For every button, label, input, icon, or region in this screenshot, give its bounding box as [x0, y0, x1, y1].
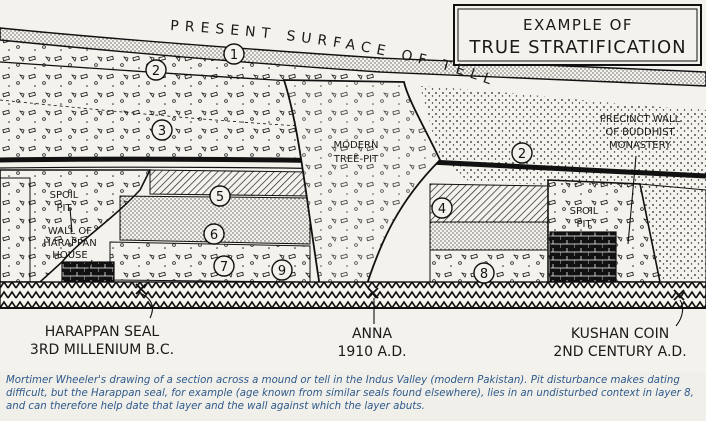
layer-6-circle [203, 223, 225, 245]
layer-6-number: 6 [210, 228, 218, 243]
layer-8-circle [473, 262, 495, 284]
layer-8-marker: 8 [473, 262, 495, 284]
layer-5-number: 5 [216, 190, 224, 205]
kushan-date-label: 2ND CENTURY A.D. [553, 344, 686, 360]
monastery-wall [549, 231, 617, 291]
anna-date-label: 1910 A.D. [337, 344, 406, 360]
house-wall-label-2: HARAPPAN [43, 238, 97, 249]
layer-3-number: 3 [158, 124, 166, 139]
spoil-pit-left-label-1: SPOIL [50, 190, 79, 201]
house-wall-label-1: WALL OF [48, 226, 92, 237]
layer-7-number: 7 [220, 260, 228, 275]
spoil-pit-right-label-2: PIT [576, 219, 592, 230]
precinct-wall-label-3: MONASTERY [609, 140, 672, 151]
figure-caption: Mortimer Wheeler's drawing of a section … [6, 375, 694, 412]
title-line-1: EXAMPLE OF [523, 16, 633, 34]
layer-1-marker: 1 [223, 43, 245, 65]
kushan-coin-label: KUSHAN COIN [571, 326, 669, 342]
anna-label: ANNA [352, 326, 393, 342]
layer-2-left-marker: 2 [145, 59, 167, 81]
title-line-2: TRUE STRATIFICATION [468, 37, 686, 58]
layer-7-circle [213, 255, 235, 277]
layer-markers: 1 2 2 3 4 5 6 7 8 9 [145, 43, 533, 284]
layer-5-marker: 5 [209, 185, 231, 207]
precinct-wall-label-1: PRECINCT WALL [600, 114, 681, 125]
spoil-pit-left-label-2: PIT [56, 203, 72, 214]
title-box: EXAMPLE OF TRUE STRATIFICATION [453, 4, 702, 66]
precinct-wall-label-2: OF BUDDHIST [605, 127, 675, 138]
layer-9-circle [271, 259, 293, 281]
layer-4-circle [431, 197, 453, 219]
layer-3-marker: 3 [151, 119, 173, 141]
layer-7-marker: 7 [213, 255, 235, 277]
layer-4-marker: 4 [431, 197, 453, 219]
spoil-pit-right-label-1: SPOIL [570, 206, 599, 217]
layer-3-circle [151, 119, 173, 141]
layer-2-right-circle [511, 142, 533, 164]
harappan-seal-label: HARAPPAN SEAL [45, 324, 160, 340]
layer-9-number: 9 [278, 264, 286, 279]
house-wall-label-3: HOUSE [52, 250, 87, 261]
layer-1-circle [223, 43, 245, 65]
layer-8-number: 8 [480, 267, 488, 282]
layer-9-marker: 9 [271, 259, 293, 281]
stratification-section: EXAMPLE OF TRUE STRATIFICATION PRESENT S… [0, 4, 706, 360]
layer-2-left-number: 2 [152, 64, 160, 79]
layer-2-right-marker: 2 [511, 142, 533, 164]
tree-pit-label-1: MODERN [334, 140, 379, 151]
tree-pit-label-2: TREE-PIT [333, 154, 379, 165]
layer-6-marker: 6 [203, 223, 225, 245]
layer-1-number: 1 [230, 48, 238, 63]
layer-4-number: 4 [438, 202, 446, 217]
harappan-date-label: 3RD MILLENIUM B.C. [30, 342, 174, 358]
layer-5-circle [209, 185, 231, 207]
layer-2-right-number: 2 [518, 147, 526, 162]
layer-2-left-circle [145, 59, 167, 81]
